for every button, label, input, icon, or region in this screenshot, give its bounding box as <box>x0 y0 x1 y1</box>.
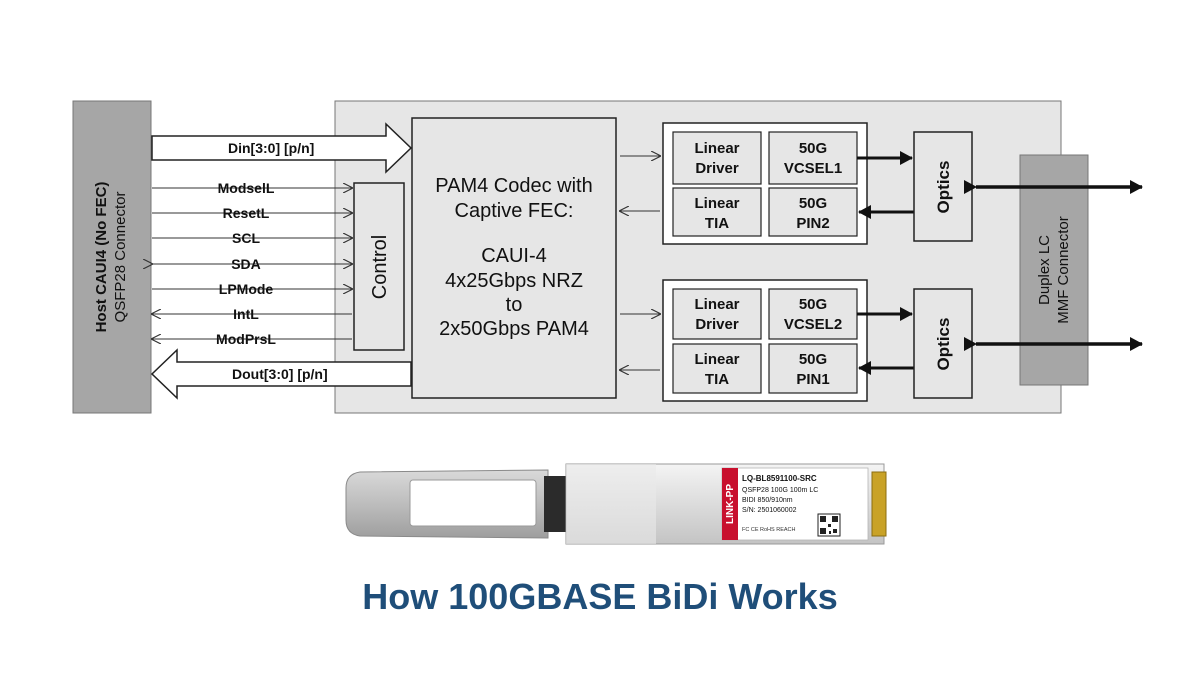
optics-top-label: Optics <box>934 161 953 214</box>
bidi-block-diagram: Host CAUI4 (No FEC) QSFP28 Connector Din… <box>72 100 1143 545</box>
module-qr-code <box>817 513 841 537</box>
module-pull-tab-window <box>409 479 537 527</box>
din-arrow <box>151 122 413 174</box>
module-part-number: LQ-BL8591100-SRC <box>742 474 817 483</box>
signal-label-modprsl: ModPrsL <box>216 331 276 347</box>
connector-line2: MMF Connector <box>1055 216 1072 324</box>
codec-line3: CAUI-4 <box>481 245 547 267</box>
channel2-vcsel-box <box>768 288 858 340</box>
channel2-pin-line1: 50G <box>799 351 827 368</box>
duplex-lc-connector <box>1019 154 1089 386</box>
module-latch-clip <box>544 476 566 532</box>
channel2-tia-line2: TIA <box>705 371 729 388</box>
pam4-codec-block <box>411 117 617 399</box>
signal-label-sda: SDA <box>231 256 261 272</box>
signal-label-scl: SCL <box>232 230 260 246</box>
signal-label-modsell: ModselL <box>218 180 275 196</box>
channel1-tia-box <box>672 187 762 237</box>
codec-line2: Captive FEC: <box>455 200 574 222</box>
module-gold-contacts <box>871 471 887 537</box>
channel2-pin-box <box>768 343 858 394</box>
dout-arrow <box>150 348 412 400</box>
host-label-line2: QSFP28 Connector <box>112 192 129 323</box>
module-body-shade <box>566 464 656 544</box>
channel2-driver-line2: Driver <box>695 316 739 333</box>
module-desc1: QSFP28 100G 100m LC <box>742 487 818 494</box>
codec-line5: to <box>506 294 523 316</box>
signal-label-resetl: ResetL <box>223 205 270 221</box>
channel1-driver-line2: Driver <box>695 160 739 177</box>
connector-line1: Duplex LC <box>1036 235 1053 305</box>
module-serial: S/N: 2501060002 <box>742 507 797 514</box>
signal-label-intl: IntL <box>233 306 259 322</box>
dout-label: Dout[3:0] [p/n] <box>232 366 328 382</box>
channel1-driver-line1: Linear <box>694 140 739 157</box>
channel2-driver-box <box>672 288 762 340</box>
channel2-tia-line1: Linear <box>694 351 739 368</box>
module-certs: FC CE RoHS REACH <box>742 527 796 533</box>
optics-bottom-label: Optics <box>934 318 953 371</box>
module-label <box>721 467 869 541</box>
control-label: Control <box>369 235 391 299</box>
page-caption: How 100GBASE BiDi Works <box>362 576 838 617</box>
channel2-driver-line1: Linear <box>694 296 739 313</box>
host-label-line1: Host CAUI4 (No FEC) <box>93 182 110 333</box>
channel2-vcsel-line2: VCSEL2 <box>784 316 842 333</box>
channel1-vcsel-line2: VCSEL1 <box>784 160 842 177</box>
channel1-pin-line2: PIN2 <box>796 215 829 232</box>
codec-line6: 2x50Gbps PAM4 <box>439 318 589 340</box>
module-desc2: BIDI 850/910nm <box>742 497 793 504</box>
qsfp28-module-illustration: LINK-PP LQ-BL8591100-SRC QSFP28 100G 100… <box>345 463 887 545</box>
codec-line4: 4x25Gbps NRZ <box>445 270 583 292</box>
din-label: Din[3:0] [p/n] <box>228 140 314 156</box>
channel2-tia-box <box>672 343 762 394</box>
module-brand-text: LINK-PP <box>725 484 736 524</box>
host-connector-bar <box>72 100 152 414</box>
channel1-vcsel-line1: 50G <box>799 140 827 157</box>
channel1-tia-line2: TIA <box>705 215 729 232</box>
channel1-tia-line1: Linear <box>694 195 739 212</box>
channel1-driver-box <box>672 131 762 185</box>
channel2-pin-line2: PIN1 <box>796 371 829 388</box>
optics-top-block <box>913 131 973 242</box>
control-block <box>353 182 405 351</box>
channel2-vcsel-line1: 50G <box>799 296 827 313</box>
module-brand-strip <box>722 468 738 540</box>
signal-label-lpmode: LPMode <box>219 281 274 297</box>
channel1-pin-box <box>768 187 858 237</box>
codec-line1: PAM4 Codec with <box>435 175 592 197</box>
channel1-pin-line1: 50G <box>799 195 827 212</box>
